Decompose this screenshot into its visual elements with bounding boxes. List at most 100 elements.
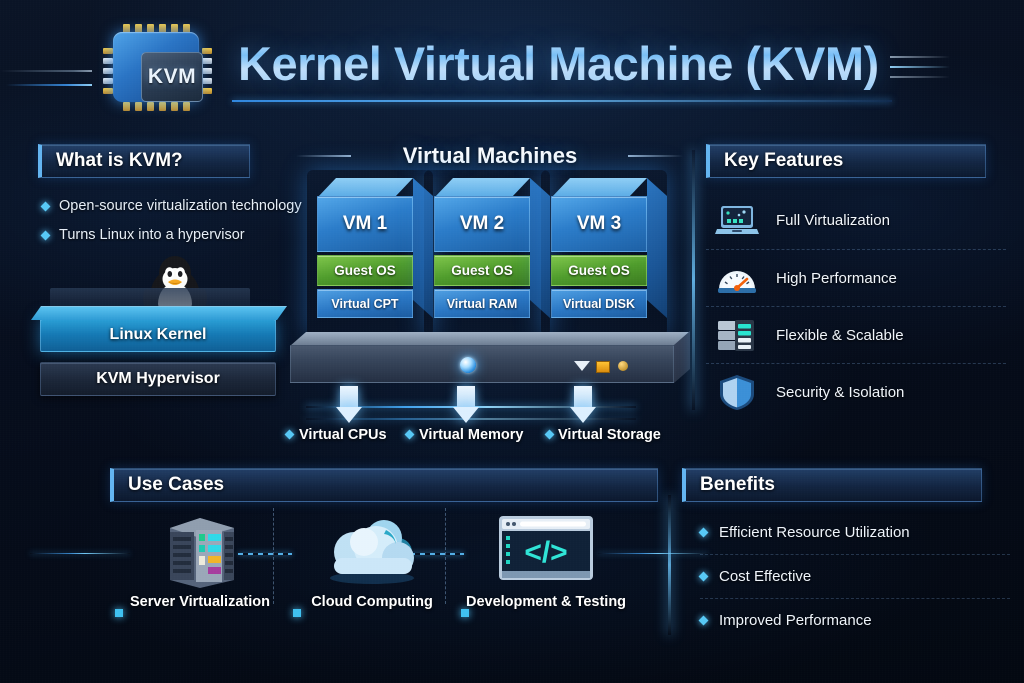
dot-indicator-icon <box>618 361 628 371</box>
chip-pins-right <box>202 48 212 94</box>
vm-guest-os-panel: Guest OS <box>317 255 413 286</box>
flow-arrow-icon <box>336 386 362 423</box>
use-case-bullet-icon <box>293 609 301 617</box>
use-cases-row: Server Virtualization Cloud Computing <box>112 508 660 628</box>
feature-item[interactable]: Security & Isolation <box>706 363 1006 420</box>
chip-pins-bottom <box>123 102 190 111</box>
vm-card[interactable]: VM 2 Guest OS Virtual RAM <box>434 196 530 318</box>
use-case-label: Development & Testing <box>465 594 627 610</box>
vm-name-panel: VM 2 <box>434 196 530 252</box>
vm-resource-panel: Virtual CPT <box>317 289 413 318</box>
vm-side-face <box>413 178 433 318</box>
vm-side-face <box>530 178 550 318</box>
section-title: Key Features <box>724 150 844 171</box>
chip-pins-top <box>123 24 190 33</box>
use-case-label: Server Virtualization <box>130 594 270 610</box>
vm-card[interactable]: VM 1 Guest OS Virtual CPT <box>317 196 413 318</box>
bullet-diamond-icon <box>698 527 709 537</box>
output-bullet-icon <box>544 429 555 440</box>
server-tower-icon <box>112 508 288 588</box>
vm-card[interactable]: VM 3 Guest OS Virtual DISK <box>551 196 647 318</box>
vm-side-face <box>647 178 667 318</box>
benefit-label: Efficient Resource Utilization <box>719 523 910 541</box>
stack-layer-top-face <box>31 306 287 320</box>
bullet-diamond-icon <box>698 571 709 582</box>
use-case-item[interactable]: Cloud Computing <box>284 508 460 610</box>
bullet-label: Open-source virtualization technology <box>59 198 302 214</box>
vm-name-panel: VM 1 <box>317 196 413 252</box>
page-title: Kernel Virtual Machine (KVM) <box>238 37 879 90</box>
vm-top-face <box>551 178 647 198</box>
what-is-kvm-bullets: Open-source virtualization technology Tu… <box>40 198 302 256</box>
bullet-diamond-icon <box>40 201 51 211</box>
use-case-item[interactable]: </> Development & Testing <box>458 508 634 610</box>
vm-guest-os: Guest OS <box>334 263 396 278</box>
stack-layer-kvm-hypervisor: KVM Hypervisor <box>40 362 276 396</box>
stack-layer-label: KVM Hypervisor <box>96 370 220 387</box>
feature-item[interactable]: Flexible & Scalable <box>706 306 1006 363</box>
logo-text: KVM <box>147 65 197 88</box>
benefits-edge-glow <box>668 495 671 635</box>
output-label: Virtual Memory <box>419 427 524 443</box>
title-underline <box>232 100 892 102</box>
code-window-icon: </> <box>458 508 634 588</box>
key-features-list: Full Virtualization <box>706 192 1006 420</box>
circuit-trace <box>890 76 950 78</box>
key-features-edge-glow <box>692 150 695 410</box>
vm-guest-os: Guest OS <box>568 263 630 278</box>
output-bullet-icon <box>284 429 295 440</box>
base-top-face <box>290 332 690 346</box>
feature-item[interactable]: High Performance <box>706 249 1006 306</box>
section-title: What is KVM? <box>56 150 183 171</box>
server-rack-icon <box>714 315 760 355</box>
circuit-trace <box>0 70 92 72</box>
speedometer-icon <box>714 258 760 298</box>
section-header-use-cases: Use Cases <box>110 468 658 502</box>
circuit-trace <box>6 84 92 86</box>
header: KVM Kernel Virtual Machine (KVM) <box>0 0 1024 130</box>
svg-text:</>: </> <box>524 536 567 569</box>
flow-arrow-icon <box>570 386 596 423</box>
square-indicator-icon <box>596 361 610 373</box>
cpu-chip-icon: KVM <box>97 22 215 112</box>
list-item: Turns Linux into a hypervisor <box>40 227 302 243</box>
output-label: Virtual CPUs <box>299 427 387 443</box>
bullet-label: Turns Linux into a hypervisor <box>59 227 245 243</box>
benefit-label: Cost Effective <box>719 568 812 585</box>
circuit-trace <box>890 66 950 68</box>
laptop-icon <box>714 201 760 241</box>
chip-pins-left <box>103 48 113 94</box>
base-side-face <box>674 331 690 383</box>
shield-icon <box>714 372 760 412</box>
vm-resource: Virtual CPT <box>331 296 399 311</box>
benefit-item: Efficient Resource Utilization <box>698 510 1010 554</box>
feature-item[interactable]: Full Virtualization <box>706 192 1006 249</box>
vm-name-panel: VM 3 <box>551 196 647 252</box>
connector-dashes <box>238 553 292 555</box>
kvm-stack: Linux Kernel KVM Hypervisor <box>40 288 276 406</box>
vm-top-face <box>317 178 413 198</box>
chip-screen: KVM <box>141 52 203 102</box>
host-server-base <box>290 331 690 384</box>
vm-guest-os-panel: Guest OS <box>551 255 647 286</box>
vm-resource-panel: Virtual RAM <box>434 289 530 318</box>
vm-resource: Virtual DISK <box>562 296 635 311</box>
chip-body: KVM <box>113 32 203 102</box>
feature-label: Security & Isolation <box>776 383 905 401</box>
use-case-divider <box>445 508 446 604</box>
vm-top-face <box>434 178 530 198</box>
bullet-diamond-icon <box>698 615 709 626</box>
section-title: Use Cases <box>128 474 225 495</box>
vm-guest-os-panel: Guest OS <box>434 255 530 286</box>
feature-label: Flexible & Scalable <box>776 326 904 344</box>
benefit-item: Improved Performance <box>698 598 1010 642</box>
benefit-item: Cost Effective <box>698 554 1010 598</box>
benefit-label: Improved Performance <box>719 612 872 629</box>
use-case-item[interactable]: Server Virtualization <box>112 508 288 610</box>
rule-right <box>628 155 683 157</box>
vm-name: VM 2 <box>459 213 505 234</box>
output-label: Virtual Storage <box>558 427 661 443</box>
edge-glow-line <box>598 553 708 554</box>
triangle-indicator-icon <box>574 361 590 371</box>
